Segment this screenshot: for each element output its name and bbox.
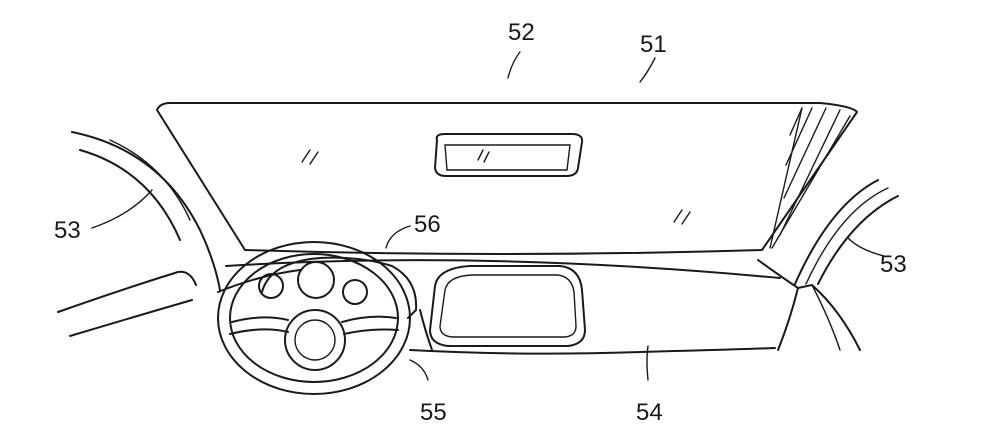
label-54: 54 [636,399,663,426]
label-53-right: 53 [880,251,907,278]
a-pillar-left [57,131,221,337]
steering-wheel [217,241,411,395]
windshield [156,102,858,255]
dashboard [217,259,781,355]
instrument-cluster [258,256,418,319]
leader-lines [91,51,885,381]
label-51: 51 [640,31,667,58]
label-52: 52 [508,19,535,46]
label-56: 56 [414,211,441,238]
a-pillar-right [757,179,899,351]
label-53-left: 53 [54,217,81,244]
label-55: 55 [420,399,447,426]
rearview-mirror [434,133,584,177]
